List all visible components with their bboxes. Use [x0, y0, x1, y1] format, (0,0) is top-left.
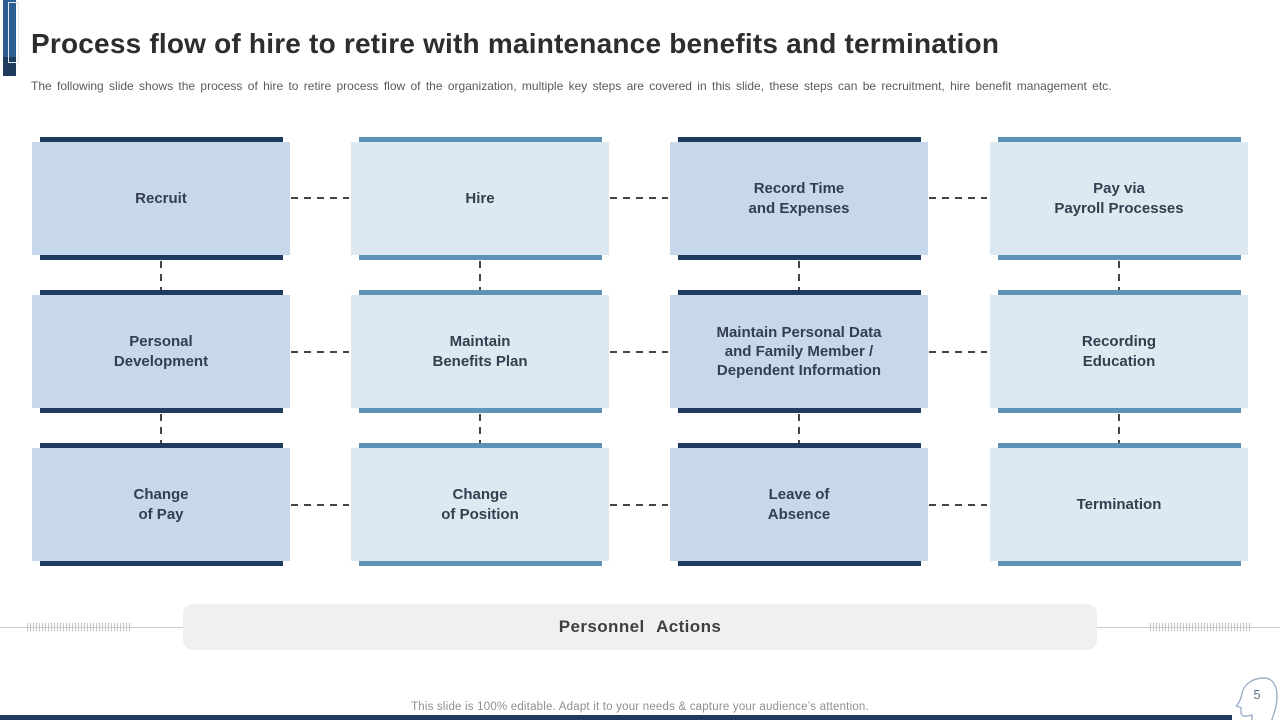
box-top-bar [40, 290, 283, 295]
connector-dashed-vertical [479, 261, 481, 290]
flow-box-maintain-benefits: Maintain Benefits Plan [351, 290, 609, 413]
box-bottom-bar [359, 255, 602, 260]
box-top-bar [40, 443, 283, 448]
box-bottom-bar [359, 408, 602, 413]
flow-box-label: Change of Position [441, 486, 519, 523]
connector-dashed-horizontal [610, 351, 668, 353]
right-decorative-ticks [1150, 623, 1252, 631]
flow-box-label: Personal Development [113, 333, 209, 370]
box-top-bar [998, 290, 1241, 295]
connector-dashed-vertical [160, 261, 162, 290]
flow-box-change-of-position: Change of Position [351, 443, 609, 566]
flow-box-leave-of-absence: Leave of Absence [670, 443, 928, 566]
connector-dashed-vertical [1118, 261, 1120, 290]
box-bottom-bar [678, 255, 921, 260]
box-top-bar [359, 443, 602, 448]
box-bottom-bar [998, 408, 1241, 413]
footer-note: This slide is 100% editable. Adapt it to… [411, 701, 869, 713]
personnel-actions-label: Personnel Actions [558, 617, 722, 636]
connector-dashed-horizontal [610, 504, 668, 506]
left-decorative-ticks [27, 623, 131, 631]
personnel-actions-band: Personnel Actions [183, 604, 1097, 650]
flow-box-label: Maintain Personal Data and Family Member… [716, 323, 882, 380]
title-accent-outline [8, 2, 19, 63]
box-bottom-bar [998, 255, 1241, 260]
connector-dashed-vertical [479, 414, 481, 443]
box-top-bar [359, 137, 602, 142]
flow-box-pay-payroll: Pay via Payroll Processes [990, 137, 1248, 260]
connector-dashed-horizontal [929, 504, 987, 506]
box-bottom-bar [678, 408, 921, 413]
flow-box-label: Recruit [135, 189, 187, 207]
page-subtitle: The following slide shows the process of… [31, 79, 1112, 93]
flow-box-label: Recording Education [1081, 333, 1157, 370]
flow-box-label: Termination [1076, 495, 1162, 513]
flow-box-label: Hire [465, 189, 495, 207]
box-bottom-bar [359, 561, 602, 566]
flow-box-label: Maintain Benefits Plan [432, 333, 528, 370]
bottom-accent-bar [0, 715, 1232, 720]
connector-dashed-vertical [1118, 414, 1120, 443]
flow-box-maintain-personal-data: Maintain Personal Data and Family Member… [670, 290, 928, 413]
box-bottom-bar [678, 561, 921, 566]
connector-dashed-horizontal [291, 504, 349, 506]
box-top-bar [678, 137, 921, 142]
flow-box-personal-development: Personal Development [32, 290, 290, 413]
box-bottom-bar [40, 255, 283, 260]
box-top-bar [998, 443, 1241, 448]
connector-dashed-vertical [798, 414, 800, 443]
flow-box-label: Leave of Absence [767, 486, 831, 523]
flow-box-hire: Hire [351, 137, 609, 260]
box-bottom-bar [998, 561, 1241, 566]
title-accent-bar-dark [3, 57, 16, 76]
flow-box-recording-education: Recording Education [990, 290, 1248, 413]
flow-box-change-of-pay: Change of Pay [32, 443, 290, 566]
box-top-bar [678, 443, 921, 448]
connector-dashed-horizontal [929, 351, 987, 353]
box-bottom-bar [40, 408, 283, 413]
connector-dashed-vertical [160, 414, 162, 443]
box-top-bar [40, 137, 283, 142]
flow-box-record-time: Record Time and Expenses [670, 137, 928, 260]
box-top-bar [359, 290, 602, 295]
box-top-bar [998, 137, 1241, 142]
connector-dashed-horizontal [929, 197, 987, 199]
connector-dashed-horizontal [291, 197, 349, 199]
page-number-head-icon [1231, 676, 1280, 720]
flow-box-termination: Termination [990, 443, 1248, 566]
connector-dashed-horizontal [291, 351, 349, 353]
box-bottom-bar [40, 561, 283, 566]
flow-box-recruit: Recruit [32, 137, 290, 260]
page-title: Process flow of hire to retire with main… [31, 28, 1000, 59]
connector-dashed-vertical [798, 261, 800, 290]
flow-box-label: Pay via Payroll Processes [1054, 180, 1184, 217]
flow-box-label: Record Time and Expenses [748, 180, 850, 217]
connector-dashed-horizontal [610, 197, 668, 199]
box-top-bar [678, 290, 921, 295]
flow-box-label: Change of Pay [133, 486, 189, 523]
page-number: 5 [1253, 687, 1261, 702]
